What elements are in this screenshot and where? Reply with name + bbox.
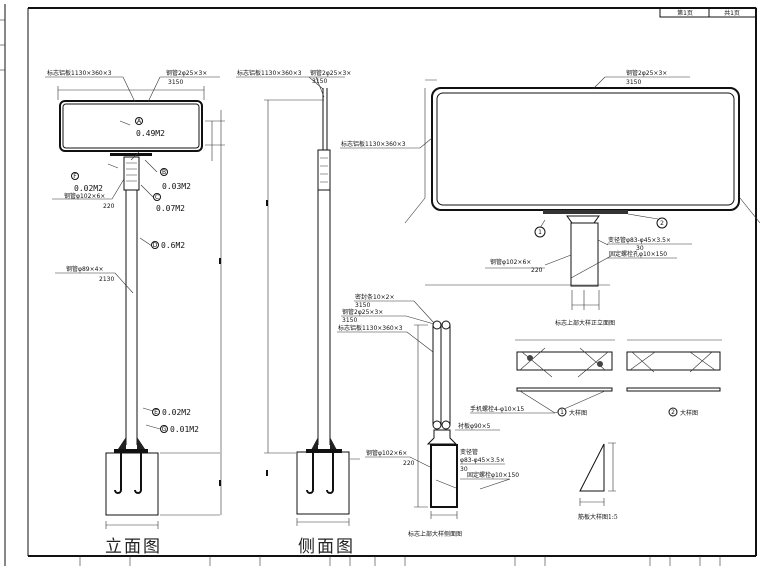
rib-caption: 筋板大样图1:5 xyxy=(578,513,618,521)
area-b-value: 0.03M2 xyxy=(162,182,191,191)
tds-seal-label: 密封条10×2× xyxy=(355,293,395,301)
title-block: 第1页 共1页 xyxy=(659,7,757,18)
rib-plate xyxy=(579,443,605,492)
front-tube-label: 钢管2φ25×3× xyxy=(166,69,207,77)
detail-1-num: 1 xyxy=(560,409,564,416)
detail-views: 手机螺栓4-φ10×15 1 大样图 2 大样图 xyxy=(470,339,722,417)
tds-reducer-label: 变径管 xyxy=(460,448,478,456)
page-number: 第1页 xyxy=(677,9,693,17)
tds-reducer-spec: φ83-φ45×3.5× xyxy=(460,457,505,464)
front-view: 标志铝板1130×360×3 钢管2φ25×3× 3150 A 0.49M2 F… xyxy=(45,69,225,557)
front-tube-length: 3150 xyxy=(168,79,183,86)
top-detail-front: 钢管2φ25×3× 3150 标志铝板1130×360×3 1 2 变径管φ83… xyxy=(340,69,760,327)
area-e-value: 0.02M2 xyxy=(162,408,191,417)
sleeve xyxy=(123,156,140,191)
detail-2-marker: 2 xyxy=(660,220,664,227)
side-tube-label: 钢管2φ25×3× xyxy=(310,69,351,77)
top-detail-side: 密封条10×2× 3150 钢管2φ25×3× 3150 标志铝板1130×36… xyxy=(337,293,519,538)
area-c-value: 0.07M2 xyxy=(156,204,185,213)
tdf-tube-length: 3150 xyxy=(626,79,641,86)
tds-bolt-label: 固定螺栓φ10×150 xyxy=(467,471,519,479)
front-panel-label: 标志铝板1130×360×3 xyxy=(47,69,112,77)
tdf-reducer-length: 30 xyxy=(636,245,644,252)
tds-reducer-length: 30 xyxy=(460,466,468,473)
tds-tube-label: 钢管2φ25×3× xyxy=(342,308,383,316)
area-d-value: 0.6M2 xyxy=(161,241,185,250)
front-sleeve-length: 220 xyxy=(103,203,115,210)
tdf-sleeve-label: 钢管φ102×6× xyxy=(490,258,531,266)
side-tube-length: 3150 xyxy=(312,78,327,85)
tdf-panel-label: 标志铝板1130×360×3 xyxy=(341,140,406,148)
area-e-marker: E xyxy=(154,409,158,416)
tdf-tube-label: 钢管2φ25×3× xyxy=(626,69,667,77)
sign-panel xyxy=(59,100,203,152)
front-sleeve-label: 钢管φ102×6× xyxy=(64,192,105,200)
area-a-marker: A xyxy=(137,118,142,125)
tds-tube-length: 3150 xyxy=(342,317,357,324)
side-panel-label: 标志铝板1130×360×3 xyxy=(237,69,302,77)
tdf-reducer-label: 变径管φ83-φ45×3.5× xyxy=(608,236,671,244)
tds-sleeve-label: 钢管φ102×6× xyxy=(366,449,407,457)
front-view-title: 立面图 xyxy=(105,537,162,557)
front-pole-length: 2130 xyxy=(99,276,114,283)
area-c-marker: C xyxy=(155,194,159,201)
tds-panel-label: 标志铝板1130×360×3 xyxy=(338,324,403,332)
side-foundation xyxy=(296,451,350,515)
tds-sleeve-length: 220 xyxy=(403,460,415,467)
tds-caption: 标志上部大样侧面图 xyxy=(408,530,462,538)
side-view-title: 侧面图 xyxy=(298,537,355,557)
tds-seal-length: 3150 xyxy=(355,302,370,309)
detail-2-caption: 大样图 xyxy=(680,409,698,417)
side-view: 标志铝板1130×360×3 钢管2φ25×3× 3150 侧面图 xyxy=(236,69,360,557)
foundation xyxy=(105,452,159,516)
page-total: 共1页 xyxy=(724,9,740,17)
area-g-marker: G xyxy=(162,426,167,433)
area-a-value: 0.49M2 xyxy=(136,129,165,138)
rib-detail: 筋板大样图1:5 xyxy=(578,442,618,521)
area-d-marker: D xyxy=(153,242,158,249)
detail-1-marker: 1 xyxy=(538,229,542,236)
area-f-marker: F xyxy=(73,173,77,180)
tdf-caption: 标志上部大样正立面图 xyxy=(555,319,615,327)
area-f-value: 0.02M2 xyxy=(74,184,103,193)
area-b-marker: B xyxy=(162,169,166,176)
tdf-bolt-label: 固定螺栓孔φ10×150 xyxy=(609,250,667,258)
detail-1-caption: 大样图 xyxy=(569,409,587,417)
detail-bolt-label: 手机螺栓4-φ10×15 xyxy=(470,405,524,413)
tdf-sleeve-length: 220 xyxy=(531,267,543,274)
detail-2-num: 2 xyxy=(671,409,675,416)
area-g-value: 0.01M2 xyxy=(170,425,199,434)
front-pole-label: 钢管φ89×4× xyxy=(66,265,103,273)
tds-liner-label: 衬板φ90×5 xyxy=(458,422,491,430)
